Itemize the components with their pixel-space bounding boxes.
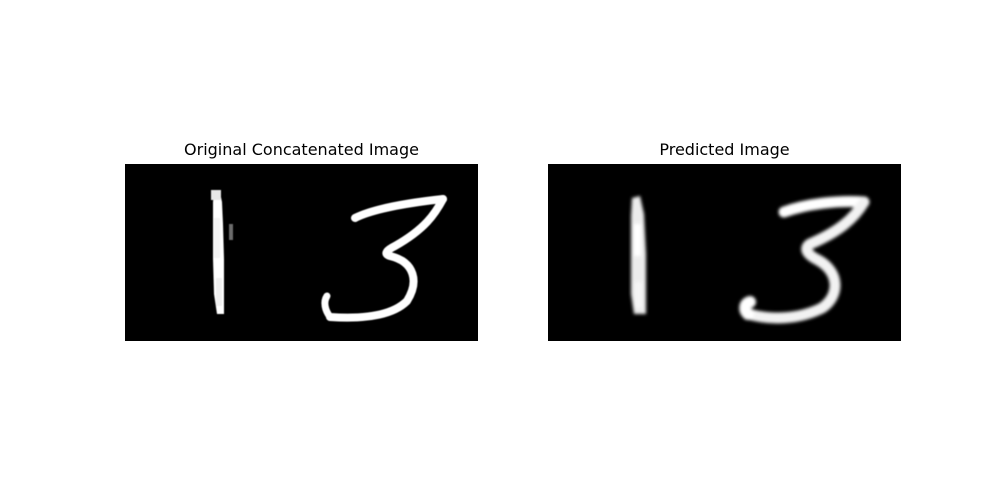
- predicted-image-canvas: [631, 196, 870, 324]
- digit-three-stroke: [321, 195, 447, 322]
- original-panel-title: Original Concatenated Image: [184, 140, 419, 159]
- digit-one-stroke: [631, 196, 646, 314]
- original-image: [125, 164, 478, 341]
- digit-one-stroke: [211, 190, 233, 314]
- digit-three-stroke: [739, 196, 870, 324]
- predicted-image: [548, 164, 901, 341]
- original-panel: Original Concatenated Image: [125, 138, 478, 342]
- predicted-panel: Predicted Image: [548, 138, 901, 342]
- original-image-canvas: [211, 190, 447, 322]
- predicted-panel-title: Predicted Image: [659, 140, 790, 159]
